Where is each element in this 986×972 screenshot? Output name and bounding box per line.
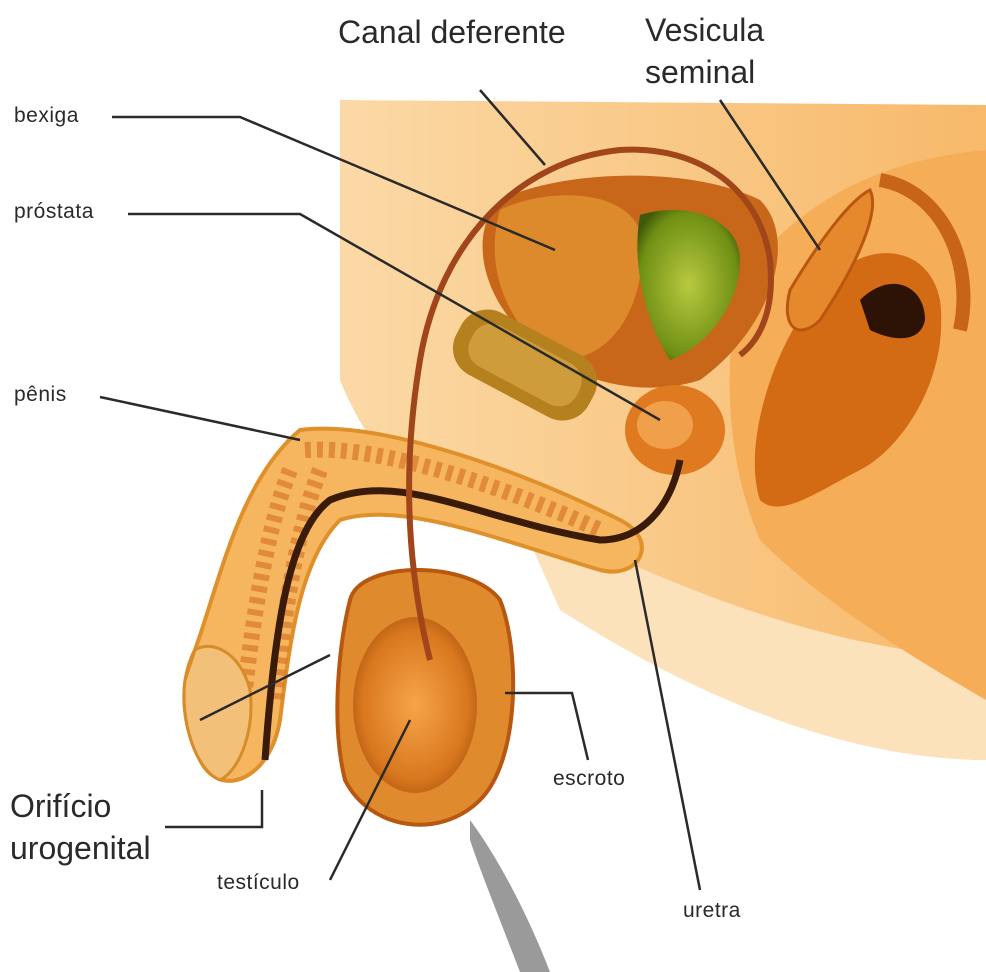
label-orificio-line1: Orifício: [10, 790, 111, 822]
label-canal-deferente: Canal deferente: [338, 16, 566, 48]
leader-orificio: [165, 790, 262, 827]
leader-escroto: [505, 693, 588, 760]
label-prostata: próstata: [14, 201, 94, 222]
label-penis: pênis: [14, 384, 67, 405]
label-vesicula-line2: seminal: [645, 56, 755, 88]
testicle: [353, 617, 477, 793]
leg-shadow: [470, 820, 550, 972]
label-testiculo: testículo: [217, 872, 300, 893]
label-uretra: uretra: [683, 900, 741, 921]
label-bexiga: bexiga: [14, 105, 79, 126]
label-vesicula-line1: Vesicula: [645, 14, 764, 46]
leader-penis: [100, 397, 300, 440]
label-orificio-line2: urogenital: [10, 832, 151, 864]
label-escroto: escroto: [553, 768, 625, 789]
